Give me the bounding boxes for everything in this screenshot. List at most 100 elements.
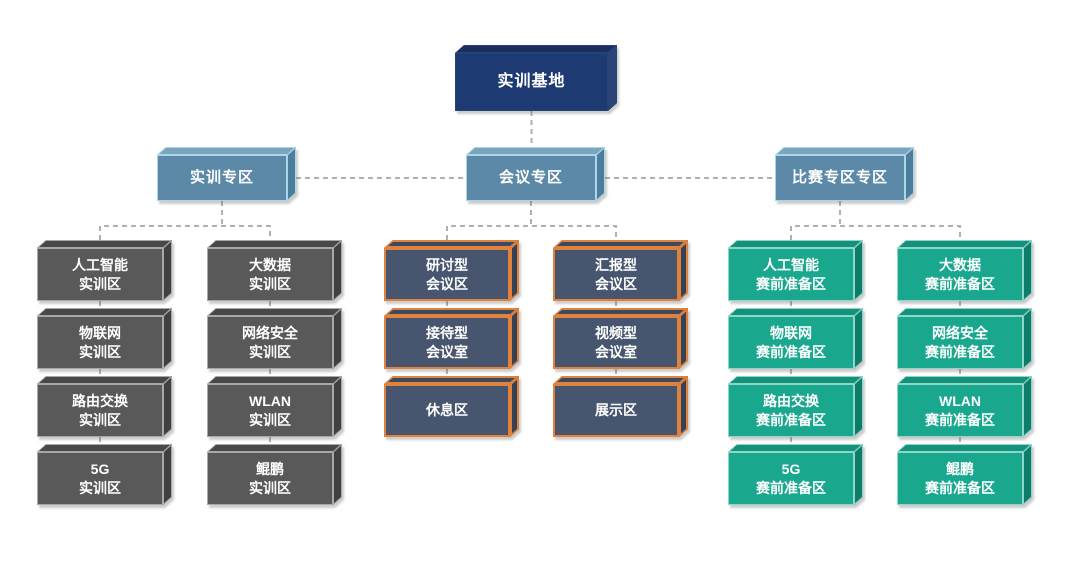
node-ai-prep-area: 人工智能 赛前准备区 (728, 240, 864, 301)
node-label-line1: 展示区 (595, 402, 637, 418)
box-side-face (333, 376, 342, 437)
node-netsec-prep-area: 网络安全 赛前准备区 (897, 308, 1033, 369)
box-top-face (897, 240, 1033, 248)
node-label-line1: 物联网 (770, 325, 812, 341)
box-front-face: 路由交换 赛前准备区 (728, 384, 854, 437)
node-label-line1: 5G (90, 461, 110, 477)
node-label-line2: 赛前准备区 (925, 344, 995, 360)
box-front-face: 5G 实训区 (37, 452, 163, 505)
box-side-face (854, 240, 863, 301)
node-label-line1: 鲲鹏 (946, 461, 974, 477)
node-label-line1: 物联网 (79, 325, 121, 341)
node-bigdata-prep-area: 大数据 赛前准备区 (897, 240, 1033, 301)
node-label-line1: 路由交换 (72, 393, 128, 409)
node-label-line2: 赛前准备区 (756, 412, 826, 428)
node-label-line2: 实训区 (249, 276, 291, 292)
node-exhibition-area: 展示区 (553, 376, 689, 437)
box-side-face (679, 376, 688, 437)
node-iot-training-area: 物联网 实训区 (37, 308, 173, 369)
box-front-face: 物联网 赛前准备区 (728, 316, 854, 369)
node-label-line2: 实训区 (79, 344, 121, 360)
box-top-face (775, 147, 915, 155)
node-label-line2: 实训区 (79, 276, 121, 292)
box-front-face: 展示区 (553, 384, 679, 437)
box-top-face (728, 240, 864, 248)
box-front-face: 接待型 会议室 (384, 316, 510, 369)
box-side-face (854, 308, 863, 369)
node-label-line2: 赛前准备区 (756, 344, 826, 360)
node-label-line1: 休息区 (426, 402, 468, 418)
box-side-face (510, 376, 519, 437)
box-top-face (553, 376, 689, 384)
node-label-line1: 网络安全 (932, 325, 988, 341)
node-label-line1: 研讨型 (426, 257, 468, 273)
node-label-line1: WLAN (249, 393, 291, 409)
box-top-face (897, 444, 1033, 452)
box-front-face: 会议专区 (466, 155, 596, 201)
node-routing-training-area: 路由交换 实训区 (37, 376, 173, 437)
node-iot-prep-area: 物联网 赛前准备区 (728, 308, 864, 369)
box-top-face (553, 240, 689, 248)
connector (446, 225, 617, 240)
box-top-face (384, 376, 520, 384)
box-side-face (333, 240, 342, 301)
box-top-face (37, 240, 173, 248)
box-top-face (37, 376, 173, 384)
box-top-face (897, 376, 1033, 384)
node-label-line2: 会议室 (426, 344, 468, 360)
node-label-line2: 会议区 (595, 276, 637, 292)
box-top-face (728, 444, 864, 452)
node-wlan-prep-area: WLAN 赛前准备区 (897, 376, 1033, 437)
box-front-face: 研讨型 会议区 (384, 248, 510, 301)
node-label-line1: 视频型 (595, 325, 637, 341)
box-side-face (905, 147, 914, 201)
node-label-line2: 会议区 (426, 276, 468, 292)
box-front-face: 实训基地 (455, 53, 608, 111)
box-top-face (553, 308, 689, 316)
node-routing-prep-area: 路由交换 赛前准备区 (728, 376, 864, 437)
node-label-line1: 人工智能 (72, 257, 128, 273)
box-top-face (207, 240, 343, 248)
node-label-line1: WLAN (939, 393, 981, 409)
box-top-face (37, 308, 173, 316)
box-top-face (207, 376, 343, 384)
node-label-line1: 5G (781, 461, 801, 477)
box-side-face (333, 308, 342, 369)
box-front-face: 比赛专区专区 (775, 155, 905, 201)
node-label-line2: 实训区 (79, 480, 121, 496)
node-label-line1: 网络安全 (242, 325, 298, 341)
node-label-line1: 人工智能 (763, 257, 819, 273)
box-side-face (163, 240, 172, 301)
box-top-face (728, 308, 864, 316)
box-side-face (333, 444, 342, 505)
box-front-face: 实训专区 (157, 155, 287, 201)
node-video-meeting-room: 视频型 会议室 (553, 308, 689, 369)
box-side-face (608, 45, 617, 111)
box-top-face (384, 308, 520, 316)
box-front-face: WLAN 赛前准备区 (897, 384, 1023, 437)
node-label-line1: 大数据 (249, 257, 291, 273)
node-netsec-training-area: 网络安全 实训区 (207, 308, 343, 369)
box-front-face: 大数据 赛前准备区 (897, 248, 1023, 301)
box-top-face (455, 45, 618, 53)
box-front-face: 大数据 实训区 (207, 248, 333, 301)
box-front-face: 视频型 会议室 (553, 316, 679, 369)
node-label-line2: 实训区 (79, 412, 121, 428)
node-ai-training-area: 人工智能 实训区 (37, 240, 173, 301)
box-top-face (897, 308, 1033, 316)
box-side-face (679, 308, 688, 369)
box-side-face (1023, 240, 1032, 301)
node-wlan-training-area: WLAN 实训区 (207, 376, 343, 437)
node-label-line1: 实训专区 (189, 169, 254, 186)
node-label-line2: 实训区 (249, 344, 291, 360)
box-side-face (510, 240, 519, 301)
box-side-face (596, 147, 605, 201)
box-side-face (854, 376, 863, 437)
connector (790, 225, 961, 240)
box-side-face (163, 376, 172, 437)
box-top-face (384, 240, 520, 248)
node-label-line2: 实训区 (249, 480, 291, 496)
node-zone-competition: 比赛专区专区 (775, 147, 915, 201)
node-label-line1: 大数据 (939, 257, 981, 273)
